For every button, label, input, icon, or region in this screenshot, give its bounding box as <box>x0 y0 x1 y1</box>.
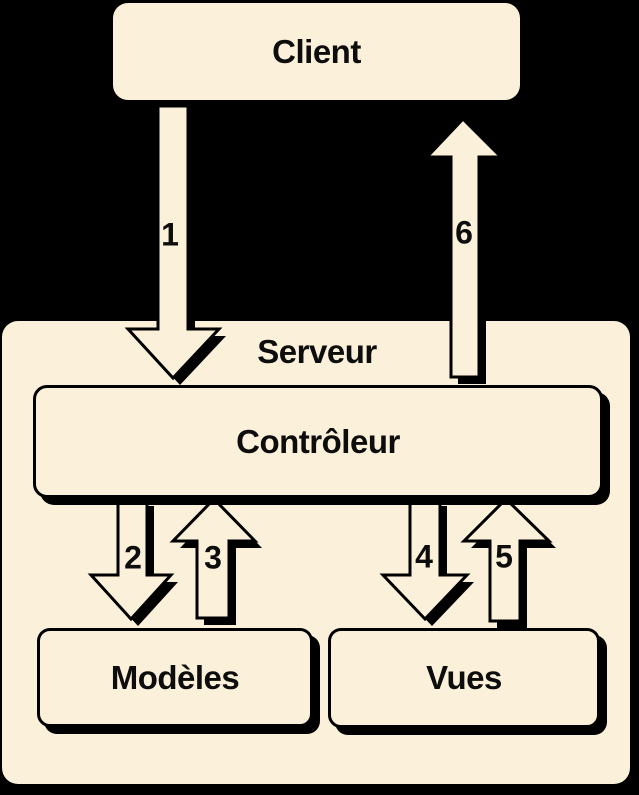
arrow-6-number: 6 <box>455 214 473 251</box>
client-node: Client <box>113 3 520 100</box>
models-label: Modèles <box>110 658 240 696</box>
views-label: Vues <box>426 659 502 696</box>
arrow-5-number: 5 <box>495 538 513 575</box>
views-node: Vues <box>328 628 600 728</box>
arrow-3-number: 3 <box>204 539 222 576</box>
controller-label: Contrôleur <box>236 422 400 460</box>
server-label: Serveur <box>257 333 377 370</box>
arrow-4-number: 4 <box>415 538 433 575</box>
models-node: Modèles <box>37 628 313 727</box>
arrow-1-number: 1 <box>161 216 179 253</box>
client-label: Client <box>272 32 361 70</box>
controller-node: Contrôleur <box>33 385 603 498</box>
arrow-2-number: 2 <box>124 539 142 576</box>
